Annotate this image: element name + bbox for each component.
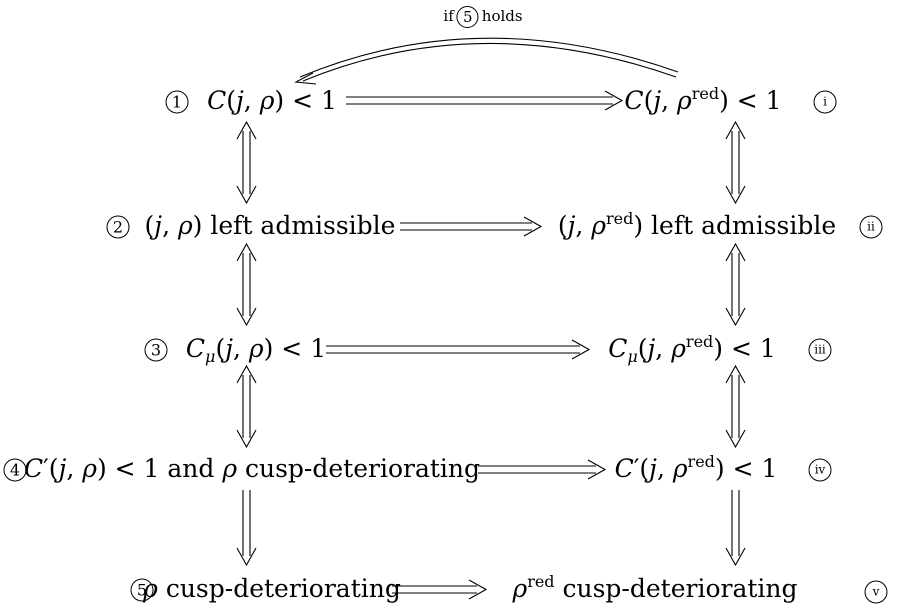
circled-number-2: 2	[106, 215, 130, 239]
horizontal-arrow-row-4	[478, 459, 607, 480]
horizontal-arrow-row-2	[400, 216, 543, 237]
right-vertical-equivalence-i-ii	[725, 120, 746, 205]
node-4-left: C′(j, ρ) < 1 and ρ cusp-deteriorating	[23, 454, 481, 483]
left-vertical-equivalence-3-4	[236, 364, 257, 449]
horizontal-arrow-row-1	[346, 90, 624, 111]
right-vertical-equivalence-ii-iii	[725, 242, 746, 327]
circled-number-3: 3	[144, 338, 168, 362]
circled-number-5: 5	[130, 578, 154, 602]
node-5-left: ρ cusp-deteriorating	[143, 574, 401, 603]
circled-number-4: 4	[3, 458, 27, 482]
node-3-left: Cμ(j, ρ) < 1	[185, 334, 327, 366]
left-vertical-implication-4-5	[236, 490, 257, 567]
top-label-circled-number: 5	[456, 6, 479, 28]
horizontal-arrow-row-5	[392, 579, 488, 600]
circled-roman-i: i	[813, 90, 837, 114]
left-vertical-equivalence-1-2	[236, 120, 257, 205]
node-ii-right: (j, ρred) left admissible	[557, 209, 837, 241]
top-label-suffix: holds	[481, 7, 523, 25]
node-iii-right: Cμ(j, ρred) < 1	[608, 332, 776, 366]
node-1-left: C(j, ρ) < 1	[207, 86, 337, 115]
circled-roman-v: v	[864, 580, 888, 604]
circled-roman-iii: iii	[808, 338, 832, 362]
node-i-right: C(j, ρred) < 1	[624, 84, 782, 116]
node-v-right: ρred cusp-deteriorating	[512, 572, 798, 604]
right-vertical-equivalence-iii-iv	[725, 364, 746, 449]
circled-number-1: 1	[165, 90, 189, 114]
node-iv-right: C′(j, ρred) < 1	[614, 452, 778, 484]
node-2-left: (j, ρ) left admissible	[144, 211, 396, 240]
top-label-prefix: if	[443, 7, 454, 25]
circled-roman-ii: ii	[859, 215, 883, 239]
right-vertical-implication-iv-v	[725, 490, 746, 567]
horizontal-arrow-row-3	[326, 339, 591, 360]
left-vertical-equivalence-2-3	[236, 242, 257, 327]
top-curved-arrow	[294, 37, 679, 85]
circled-roman-iv: iv	[808, 458, 832, 482]
